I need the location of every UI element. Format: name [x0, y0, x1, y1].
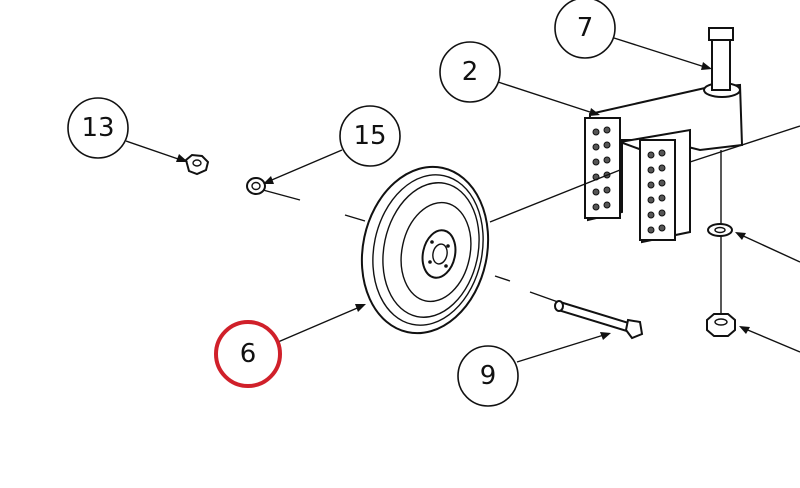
callout-7: 7 [554, 0, 616, 59]
callout-2-label: 2 [462, 57, 479, 87]
leader-lines [125, 37, 800, 363]
lower-nut-part [706, 313, 736, 337]
wheel-part [360, 165, 490, 335]
callout-13-label: 13 [81, 113, 114, 143]
axis-lines [262, 125, 800, 282]
pivot-bolt-part [708, 27, 734, 318]
lower-washer-part [707, 223, 733, 237]
callout-9: 9 [457, 345, 519, 407]
callout-13: 13 [67, 97, 129, 159]
callout-7-label: 7 [577, 13, 594, 43]
washer-part [246, 177, 266, 195]
callout-2: 2 [439, 41, 501, 103]
nut-part [184, 153, 210, 176]
axle-pin-part [529, 291, 644, 340]
bracket-part [584, 82, 744, 244]
callout-15: 15 [339, 105, 401, 167]
callout-6: 6 [214, 320, 282, 388]
callout-15-label: 15 [353, 121, 386, 151]
callout-9-label: 9 [480, 361, 497, 391]
callout-6-label: 6 [240, 339, 257, 369]
